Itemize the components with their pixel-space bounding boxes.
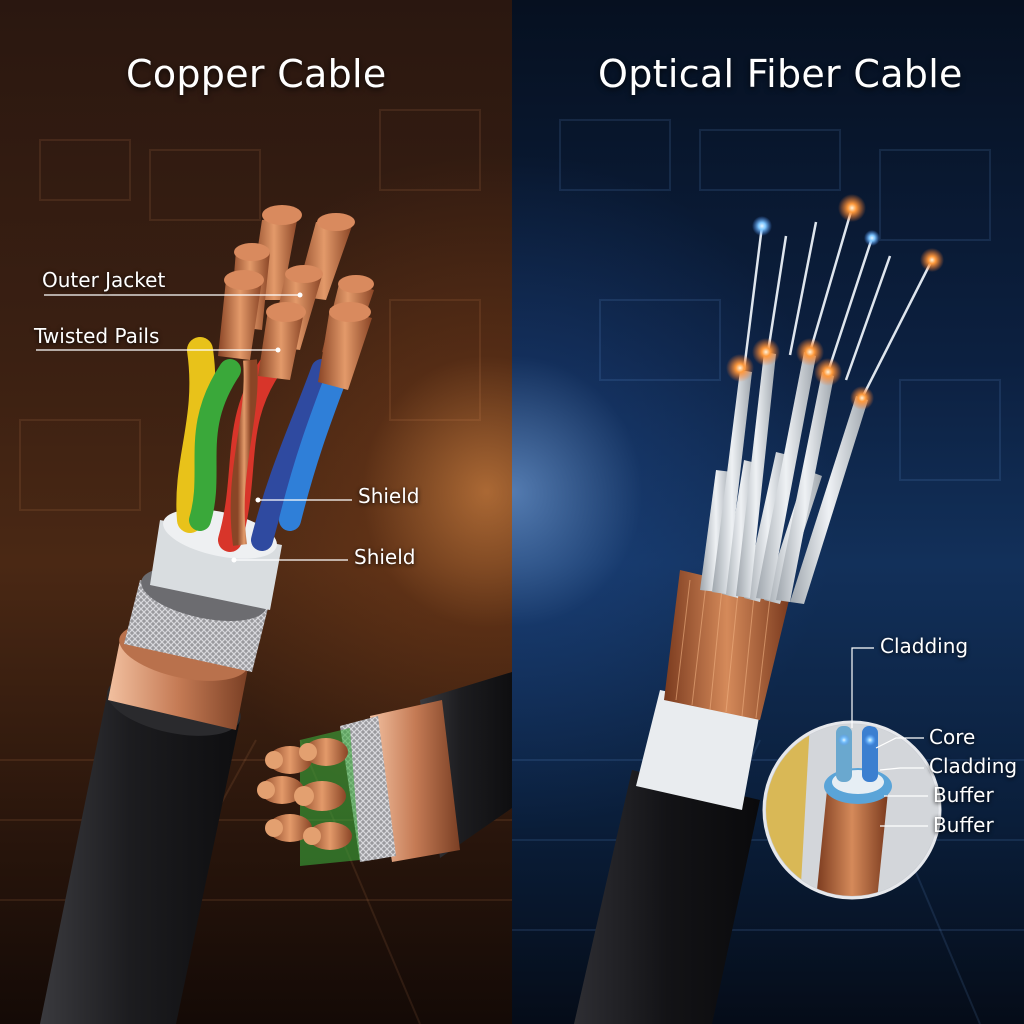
fiber-kevlar-strength [664, 570, 790, 720]
copper-leader-lines [36, 294, 352, 561]
label-cladding-top: Cladding [880, 634, 969, 658]
fiber-cross-section-inset [762, 720, 942, 900]
copper-strand-bundles [218, 205, 374, 390]
fiber-white-sheath [636, 690, 760, 810]
fiber-strands [742, 207, 934, 399]
copper-cable-title: Copper Cable [126, 52, 387, 96]
label-twisted-pairs: Twisted Pails [34, 324, 160, 348]
label-outer-jacket: Outer Jacket [42, 268, 166, 292]
label-cladding: Cladding [929, 754, 1018, 778]
label-buffer-1: Buffer [933, 783, 994, 807]
fiber-buffer-tubes [700, 352, 868, 604]
fiber-leader-lines [851, 647, 928, 827]
label-core: Core [929, 725, 976, 749]
fiber-glow-tips [726, 194, 944, 410]
fiber-outer-jacket [574, 770, 760, 1024]
label-shield-2: Shield [354, 545, 416, 569]
label-buffer-2: Buffer [933, 813, 994, 837]
copper-cable-secondary [257, 672, 512, 866]
fiber-cable-title: Optical Fiber Cable [598, 52, 963, 96]
label-shield-1: Shield [358, 484, 420, 508]
